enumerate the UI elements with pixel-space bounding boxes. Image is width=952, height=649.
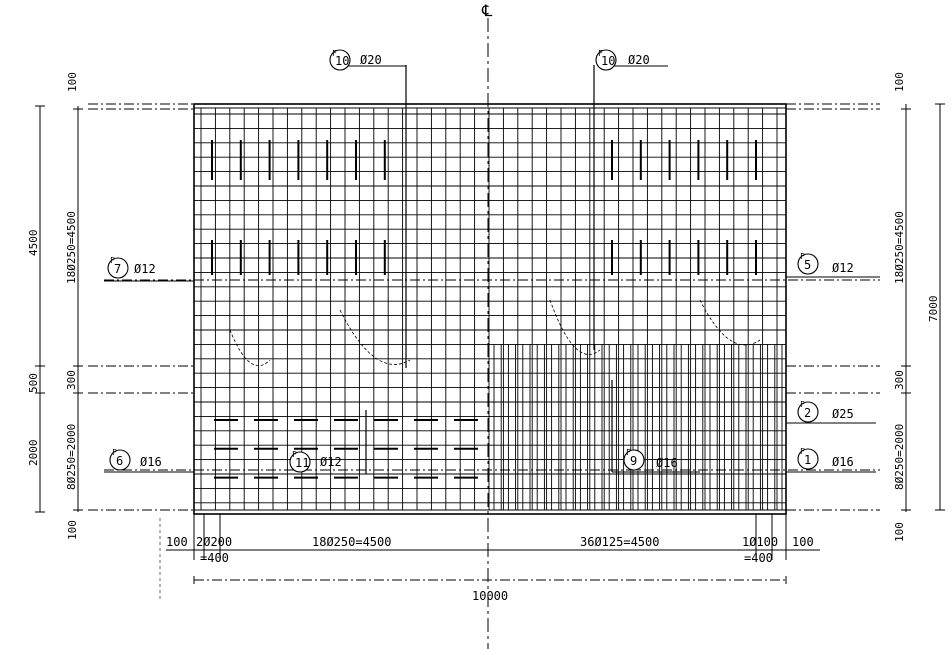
right-dim-bottom-cover: 100 <box>893 522 906 542</box>
bottom-dim-left-pair: 2Ø200 <box>196 535 232 549</box>
left-dim-upper-bars: 18Ø250=4500 <box>65 211 78 284</box>
bent-bar-arc <box>549 299 601 355</box>
left-dimension-outer <box>35 105 45 513</box>
bar-label-f10-right: F 10 Ø20 <box>593 49 668 350</box>
bar-tag-spec: Ø12 <box>134 262 156 276</box>
left-dim-upper-total: 4500 <box>27 230 40 257</box>
left-dim-lower-bars: 8Ø250=2000 <box>65 424 78 490</box>
bottom-dim-right-bars: 36Ø125=4500 <box>580 535 659 549</box>
right-dimension-inner <box>901 104 911 512</box>
right-dim-top-cover: 100 <box>893 72 906 92</box>
bar-tag-number: 10 <box>335 54 349 68</box>
svg-text:F: F <box>598 49 603 58</box>
right-dim-lower-bars: 8Ø250=2000 <box>893 424 906 490</box>
bar-label-f11: F 11 Ø12 <box>289 410 367 475</box>
bar-tag-spec: Ø16 <box>140 455 162 469</box>
bent-bar-arc <box>339 309 411 365</box>
bottom-dimension-lines <box>159 514 820 600</box>
bar-label-f7: F 7 Ø12 <box>104 256 194 282</box>
bar-label-f9: F 9 Ø16 <box>611 380 700 473</box>
bar-label-f2: F 2 Ø25 <box>786 400 876 424</box>
bar-label-f1: F 1 Ø16 <box>786 447 876 473</box>
svg-text:F: F <box>292 450 297 459</box>
bar-tag-spec: Ø25 <box>832 407 854 421</box>
bar-tag-number: 1 <box>804 453 811 467</box>
bar-tag-spec: Ø20 <box>628 53 650 67</box>
bar-tag-number: 6 <box>116 454 123 468</box>
left-dim-mid-gap: 300 <box>65 370 78 390</box>
svg-text:F: F <box>112 448 117 457</box>
bar-label-f5: F 5 Ø12 <box>786 252 880 278</box>
bar-tag-number: 2 <box>804 406 811 420</box>
svg-text:F: F <box>800 252 805 261</box>
left-dim-lower-total: 2000 <box>27 440 40 467</box>
left-dim-bottom-cover: 100 <box>66 520 79 540</box>
bar-tag-number: 9 <box>630 454 637 468</box>
bottom-dim-right-pair: 1Ø100 <box>742 535 778 549</box>
right-dimension-outer <box>935 103 945 511</box>
bottom-dim-right-pair-total: =400 <box>744 551 773 565</box>
bar-tag-number: 10 <box>601 54 615 68</box>
bent-bar-arc <box>699 299 761 346</box>
bent-bar-arc <box>229 329 271 366</box>
bar-tag-spec: Ø16 <box>832 455 854 469</box>
right-dim-total: 7000 <box>927 296 940 323</box>
right-dim-upper-bars: 18Ø250=4500 <box>893 211 906 284</box>
svg-text:F: F <box>332 49 337 58</box>
bar-tag-number: 11 <box>295 456 309 470</box>
left-dim-top-cover: 100 <box>66 72 79 92</box>
svg-text:F: F <box>800 447 805 456</box>
centerline-symbol: ℄ <box>481 1 493 20</box>
slab-outline <box>193 103 787 515</box>
bar-label-f6: F 6 Ø16 <box>104 448 194 473</box>
bar-tag-number: 7 <box>114 262 121 276</box>
left-dimension-inner <box>73 106 83 512</box>
bar-tag-spec: Ø16 <box>656 456 678 470</box>
bar-tag-spec: Ø12 <box>320 455 342 469</box>
bar-tag-number: 5 <box>804 258 811 272</box>
bottom-dim-left-bars: 18Ø250=4500 <box>312 535 391 549</box>
right-dim-mid-gap: 300 <box>893 370 906 390</box>
bottom-dim-left-pair-total: =400 <box>200 551 229 565</box>
rebar-mesh <box>194 108 786 510</box>
svg-text:F: F <box>626 448 631 457</box>
bar-tag-spec: Ø20 <box>360 53 382 67</box>
bottom-dim-left-cover: 100 <box>166 535 188 549</box>
left-dim-mid-total: 500 <box>27 373 40 393</box>
bar-label-f10-left: F 10 Ø20 <box>329 49 407 368</box>
bottom-dim-right-cover: 100 <box>792 535 814 549</box>
section-lines <box>88 103 880 511</box>
bar-tag-spec: Ø12 <box>832 261 854 275</box>
bottom-dim-overall: 10000 <box>472 589 508 603</box>
svg-text:F: F <box>110 256 115 265</box>
svg-text:F: F <box>800 400 805 409</box>
